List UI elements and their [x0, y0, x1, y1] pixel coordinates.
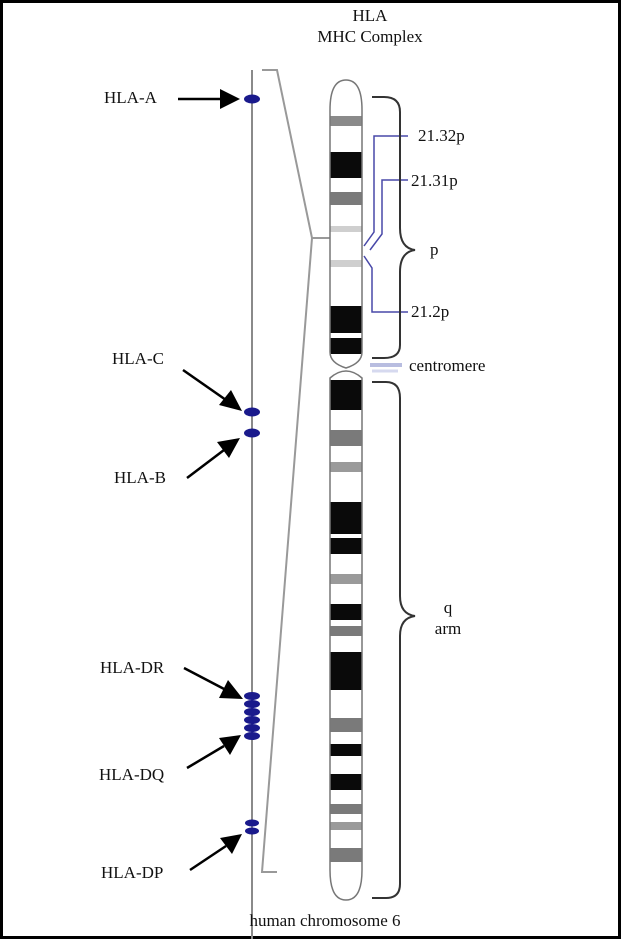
arrow-hla-dr — [183, 666, 227, 692]
hla-dr-marker-1 — [244, 692, 260, 700]
hla-dp-marker-1 — [245, 819, 259, 827]
leader-21-31p — [369, 179, 408, 251]
hla-dq-marker-1 — [244, 708, 260, 716]
gene-arrows — [178, 89, 243, 872]
caption: human chromosome 6 — [249, 911, 401, 930]
gene-label-hla-a: HLA-A — [104, 88, 157, 107]
centromere-label: centromere — [409, 356, 486, 375]
gene-label-hla-dr: HLA-DR — [100, 658, 165, 677]
arrow-hla-dp — [189, 844, 227, 872]
hla-c-marker — [244, 407, 260, 417]
band-label-21-32p: 21.32p — [418, 126, 465, 145]
zoom-connector-top — [262, 69, 336, 239]
title-line-1: HLA — [352, 6, 388, 25]
hla-dq-marker-3 — [244, 724, 260, 732]
arrow-hla-c — [182, 368, 227, 402]
gene-label-hla-dq: HLA-DQ — [99, 765, 165, 784]
q-arm-brace — [372, 381, 416, 899]
gene-markers — [244, 94, 260, 835]
hla-a-marker — [244, 94, 260, 104]
band-label-21-2p: 21.2p — [411, 302, 450, 321]
band-leaders — [363, 135, 408, 313]
hla-dq-marker-2 — [244, 716, 260, 724]
arrow-hla-dq — [186, 744, 225, 770]
title-line-2: MHC Complex — [317, 27, 423, 46]
hla-dp-marker-2 — [245, 827, 259, 835]
p-arm-brace — [372, 96, 416, 359]
gene-label-hla-b: HLA-B — [114, 468, 166, 487]
chromosome-q-arm — [329, 370, 363, 901]
leader-21-2p — [363, 255, 408, 313]
chromosome-p-arm — [329, 79, 363, 369]
hla-dr-marker-2 — [244, 700, 260, 708]
band-label-21-31p: 21.31p — [411, 171, 458, 190]
gene-label-hla-dp: HLA-DP — [101, 863, 164, 882]
gene-label-hla-c: HLA-C — [112, 349, 164, 368]
q-arm-label: q — [443, 598, 453, 617]
p-arm-label: p — [430, 240, 439, 259]
zoom-connector-bottom — [260, 237, 336, 873]
q-arm-label-line-2: arm — [434, 619, 462, 638]
hla-b-marker — [244, 428, 260, 438]
hla-dq-marker-4 — [244, 732, 260, 740]
leader-21-32p — [363, 135, 408, 247]
arrow-hla-b — [186, 449, 225, 479]
